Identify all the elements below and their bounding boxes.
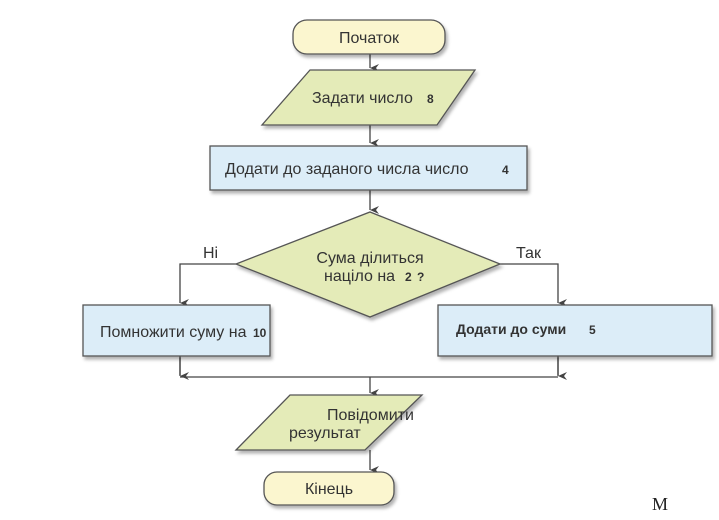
add-sum-value: 5	[589, 323, 596, 337]
decision-q: ?	[417, 270, 424, 284]
branch-no-label: Ні	[203, 245, 218, 262]
add-process-block: Додати до заданого числа число 4	[209, 145, 528, 191]
output-line1: Повідомити	[327, 407, 414, 424]
add-label: Додати до заданого числа число	[225, 161, 469, 178]
end-terminal: Кінець	[263, 471, 395, 506]
add-sum-label: Додати до суми	[456, 321, 566, 337]
decision-line2: націло на	[324, 268, 395, 285]
start-terminal: Початок	[292, 19, 446, 55]
stray-text: M	[652, 494, 668, 514]
end-label: Кінець	[305, 481, 353, 498]
multiply-block: Помножити суму на 10	[82, 304, 271, 357]
branch-yes-label: Так	[516, 245, 542, 262]
decision-block: Сума ділиться націло на 2 ?	[234, 211, 502, 318]
add-sum-block: Додати до суми 5	[437, 304, 713, 357]
start-label: Початок	[339, 30, 400, 47]
input-value: 8	[427, 92, 434, 106]
decision-value: 2	[405, 270, 412, 284]
decision-line1: Сума ділиться	[316, 250, 423, 267]
multiply-label: Помножити суму на	[100, 324, 247, 341]
multiply-value: 10	[253, 326, 267, 340]
add-value: 4	[502, 163, 509, 177]
output-block: Повідомити результат	[234, 394, 424, 451]
input-block: Задати число 8	[260, 69, 477, 126]
connectors	[179, 54, 567, 474]
input-label: Задати число	[312, 90, 413, 107]
output-line2: результат	[289, 425, 361, 442]
